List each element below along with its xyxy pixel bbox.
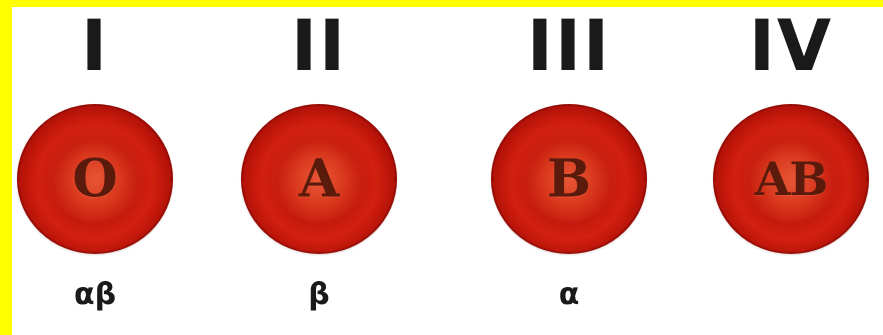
red-blood-cell-icon: A bbox=[241, 104, 397, 254]
group-numeral: IV bbox=[691, 11, 883, 81]
antibody-label: α bbox=[469, 277, 669, 313]
antigen-label: AB bbox=[713, 152, 869, 206]
antigen-label: A bbox=[241, 149, 397, 210]
blood-group-2: II A β bbox=[219, 7, 419, 335]
blood-group-4: IV AB bbox=[691, 7, 883, 335]
group-numeral: II bbox=[219, 11, 419, 81]
antigen-label: O bbox=[17, 149, 173, 210]
blood-group-1: I O αβ bbox=[12, 7, 195, 335]
blood-group-3: III B α bbox=[469, 7, 669, 335]
red-blood-cell-icon: O bbox=[17, 104, 173, 254]
antigen-label: B bbox=[491, 149, 647, 210]
red-blood-cell-icon: B bbox=[491, 104, 647, 254]
red-blood-cell-icon: AB bbox=[713, 104, 869, 254]
antibody-label: β bbox=[219, 277, 419, 313]
antibody-label: αβ bbox=[12, 277, 195, 313]
blood-groups-panel: I O αβ II A β III B α IV AB bbox=[12, 7, 883, 335]
group-numeral: III bbox=[469, 11, 669, 81]
group-numeral: I bbox=[12, 11, 195, 81]
